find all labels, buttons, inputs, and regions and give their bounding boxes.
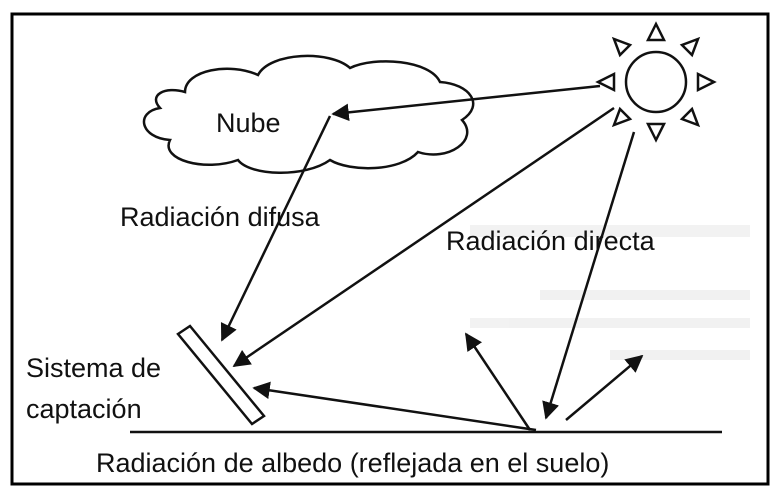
sun-icon [595,21,717,143]
arrow-albedo-up-right [565,354,644,421]
diffuse-radiation-label: Radiación difusa [120,202,321,232]
albedo-radiation-label: Radiación de albedo (reflejada en el sue… [96,448,609,478]
arrow-direct-to-ground [542,131,636,420]
collector-panel [176,324,266,426]
cloud-label: Nube [216,108,281,138]
arrow-sun-to-cloud [331,84,601,122]
arrow-direct-to-collector [232,106,615,368]
collector-label-line2: captación [26,394,142,424]
image-frame [10,12,770,486]
arrow-diffuse-to-collector [220,115,332,342]
direct-radiation-label: Radiación directa [446,226,656,256]
collector-label-line1: Sistema de [26,353,161,383]
background-bleed [470,225,750,360]
arrow-albedo-up-left [464,332,532,431]
arrow-albedo-to-collector [252,381,537,432]
cloud-icon [142,54,475,174]
